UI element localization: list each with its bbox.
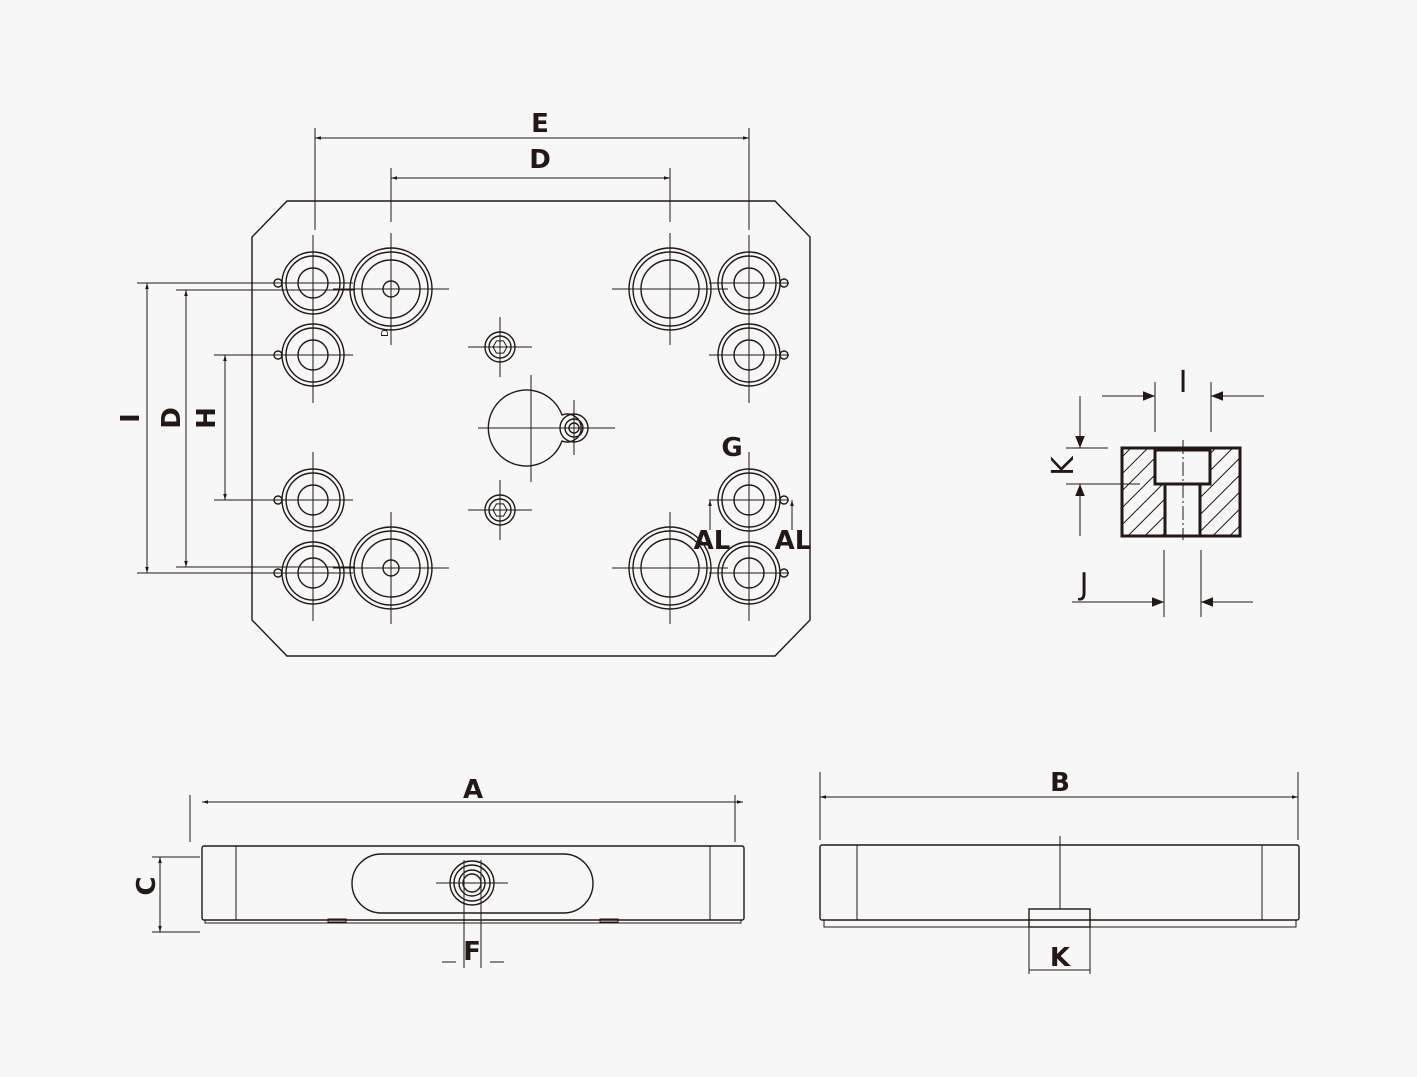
dim-label-b: B: [1050, 768, 1070, 798]
dim-label-d-left: D: [157, 407, 187, 429]
dim-label-e: E: [531, 109, 549, 139]
section-view: I K J: [1046, 365, 1264, 617]
plate-outline: [251, 200, 811, 657]
dim-label-d-top: D: [529, 145, 551, 175]
section-outline: [1120, 446, 1242, 538]
section-label-i: I: [1179, 365, 1188, 400]
dim-label-k-side: K: [1050, 943, 1071, 973]
dim-label-i: I: [116, 413, 146, 423]
label-g: G: [721, 433, 742, 463]
label-al-2: AL: [775, 526, 812, 556]
dim-label-a: A: [463, 775, 483, 805]
top-view: D E D I D H G AL AL: [116, 109, 812, 657]
hole-mark-label: D: [380, 329, 391, 337]
front-view: A F C: [132, 775, 745, 968]
label-al-1: AL: [694, 526, 731, 556]
dim-label-f: F: [463, 937, 481, 967]
side-key: [1028, 908, 1091, 928]
holes-group: [273, 233, 789, 624]
dim-label-c: C: [132, 876, 162, 895]
center-keyhole: [487, 389, 582, 467]
front-slot: [351, 853, 594, 914]
dim-label-h: H: [192, 407, 222, 429]
section-label-j: J: [1078, 567, 1089, 602]
section-label-k: K: [1046, 455, 1081, 476]
side-view: B K: [819, 768, 1300, 974]
